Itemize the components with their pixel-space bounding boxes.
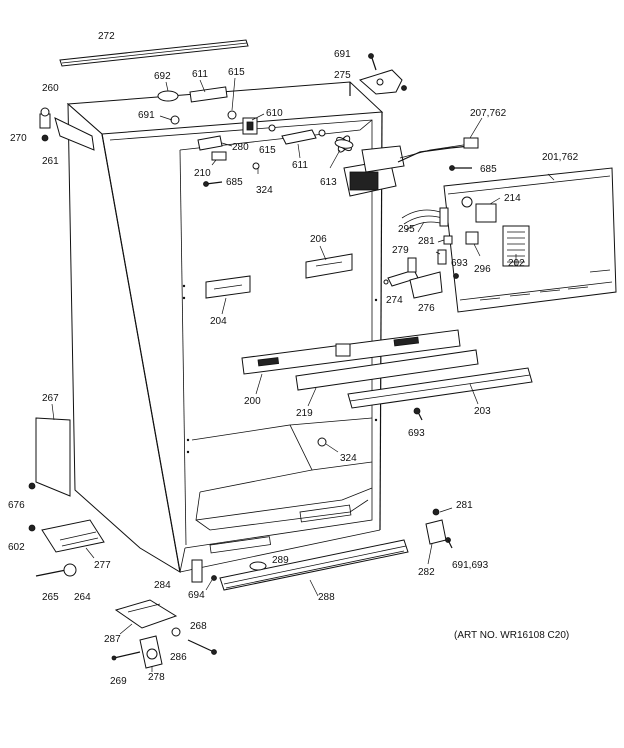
label-280: 280 — [232, 142, 249, 153]
label-289: 289 — [272, 555, 289, 566]
label-260: 260 — [42, 83, 59, 94]
label-201-762: 201,762 — [542, 152, 579, 163]
label-207-762: 207,762 — [470, 108, 507, 119]
label-615-mid: 615 — [259, 145, 276, 156]
part-288-kick-grille — [219, 539, 409, 597]
label-264: 264 — [74, 592, 91, 603]
label-204: 204 — [210, 316, 227, 327]
part-204-shelf-support — [205, 275, 251, 315]
label-265: 265 — [42, 592, 59, 603]
label-206: 206 — [310, 234, 327, 245]
part-260-261-hinge-pin — [39, 107, 95, 151]
label-272: 272 — [98, 31, 115, 42]
bottom-hinge-assembly — [111, 599, 217, 672]
label-279: 279 — [392, 245, 409, 256]
part-206-shelf-support — [305, 245, 353, 279]
label-610: 610 — [266, 108, 283, 119]
label-278: 278 — [148, 672, 165, 683]
label-281-mid: 281 — [418, 236, 435, 247]
label-281-lower: 281 — [456, 500, 473, 511]
middle-fasteners — [252, 162, 423, 453]
label-268: 268 — [190, 621, 207, 632]
bottom-right-hinge-parts — [425, 507, 453, 565]
label-694: 694 — [188, 590, 205, 601]
label-284: 284 — [154, 580, 171, 591]
label-214: 214 — [504, 193, 521, 204]
label-282: 282 — [418, 567, 435, 578]
bottom-center-small-parts — [191, 559, 267, 591]
part-labels: 272 691 275 260 692 611 615 691 610 207,… — [8, 31, 579, 687]
part-207-fan-motor-housing — [343, 117, 483, 197]
cabinet-body — [66, 81, 384, 573]
bottom-left-parts — [28, 482, 105, 577]
label-267: 267 — [42, 393, 59, 404]
label-202: 202 — [508, 258, 525, 269]
part-275-top-hinge — [358, 53, 407, 95]
label-324-lower: 324 — [340, 453, 357, 464]
label-274: 274 — [386, 295, 403, 306]
label-692: 692 — [154, 71, 171, 82]
part-272-top-rail — [59, 39, 249, 67]
label-295: 295 — [398, 224, 415, 235]
label-691-693: 691,693 — [452, 560, 489, 571]
part-203-mullion-rail — [347, 367, 533, 409]
label-691-mid: 691 — [138, 110, 155, 121]
label-210: 210 — [194, 168, 211, 179]
control-wiring-and-brackets — [383, 207, 459, 299]
art-number: (ART NO. WR16108 C20) — [454, 630, 569, 641]
label-219: 219 — [296, 408, 313, 419]
label-324-top: 324 — [256, 185, 273, 196]
label-685-left: 685 — [226, 177, 243, 188]
label-611-top: 611 — [192, 69, 208, 80]
label-685-right: 685 — [480, 164, 497, 175]
label-200: 200 — [244, 396, 261, 407]
label-287: 287 — [104, 634, 121, 645]
fan-and-duct-parts — [281, 129, 354, 169]
part-219-mullion-cover — [295, 349, 479, 407]
label-203: 203 — [474, 406, 491, 417]
label-676: 676 — [8, 500, 25, 511]
label-611-mid: 611 — [292, 160, 308, 171]
label-269: 269 — [110, 676, 127, 687]
label-288: 288 — [318, 592, 335, 603]
label-277: 277 — [94, 560, 111, 571]
label-261: 261 — [42, 156, 59, 167]
label-615-top: 615 — [228, 67, 245, 78]
label-275: 275 — [334, 70, 351, 81]
label-286: 286 — [170, 652, 187, 663]
label-693-lower: 693 — [408, 428, 425, 439]
label-693-mid: 693 — [451, 258, 468, 269]
top-cabinet-parts — [157, 77, 276, 135]
label-613: 613 — [320, 177, 337, 188]
fan-blade-613 — [334, 135, 354, 153]
label-602: 602 — [8, 542, 25, 553]
label-296: 296 — [474, 264, 491, 275]
part-267-side-panel — [35, 403, 71, 497]
part-200-mullion — [241, 329, 461, 395]
label-276: 276 — [418, 303, 435, 314]
part-201-control-board — [443, 167, 617, 313]
label-270: 270 — [10, 133, 27, 144]
left-top-small-parts — [197, 135, 233, 187]
label-691-top: 691 — [334, 49, 351, 60]
